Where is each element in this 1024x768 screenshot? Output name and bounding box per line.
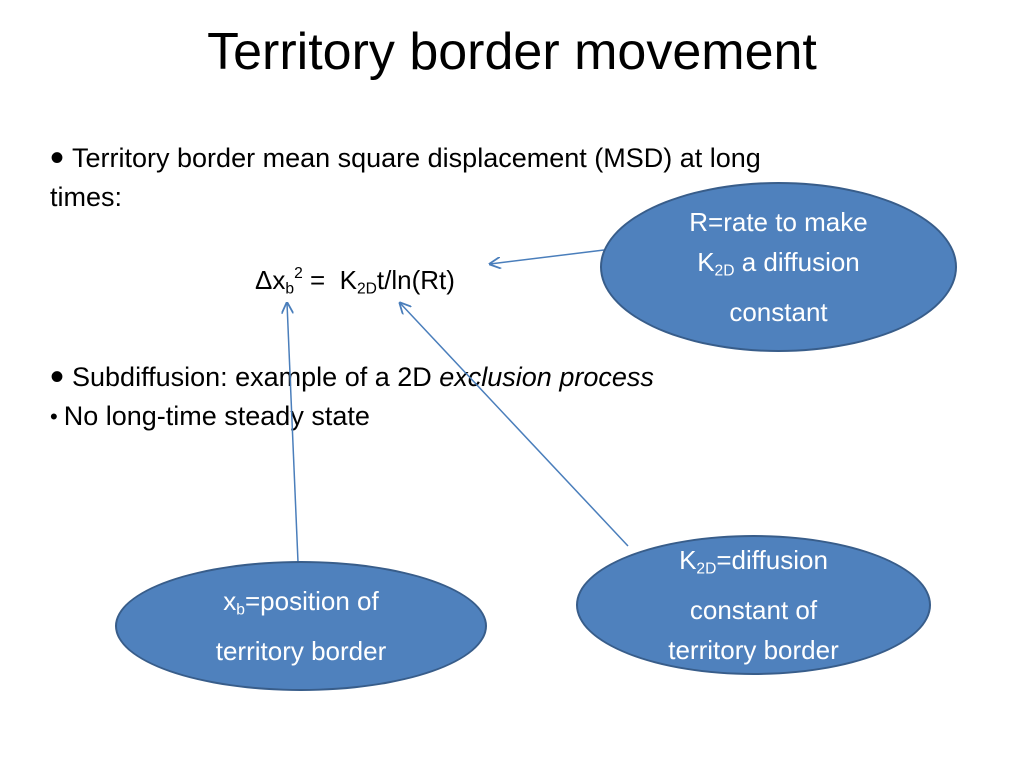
equation-k: K	[339, 265, 357, 295]
equation-x: x	[272, 265, 286, 295]
bubble-position-x: x	[223, 586, 237, 617]
bullet-msd-continuation: times:	[50, 182, 123, 212]
slide-title: Territory border movement	[207, 23, 817, 81]
bullet-dot: •	[50, 404, 58, 429]
bubble-position: xb=position of territory border	[115, 561, 487, 691]
equation-equals: =	[302, 265, 340, 295]
bubble-rate-line1: R=rate to make	[689, 207, 868, 238]
bullet-steady-state: •No long-time steady state	[50, 401, 370, 432]
bubble-position-x-subscript: b	[236, 601, 245, 619]
bullet-msd: •Territory border mean square displaceme…	[50, 138, 761, 178]
bullet-msd-text-1: Territory border mean square displacemen…	[72, 143, 761, 173]
bullet-subdiffusion-text: Subdiffusion: example of a 2D	[72, 362, 440, 392]
bullet-dot: •	[50, 136, 65, 180]
equation-delta: Δ	[255, 265, 273, 295]
equation-x-superscript: 2	[294, 265, 303, 283]
bubble-rate-k: K	[697, 247, 715, 278]
bubble-position-line1: =position of	[244, 586, 379, 617]
bubble-diffusion-line2: constant of	[689, 594, 818, 625]
arrow-diffusion-to-k2d	[400, 303, 629, 547]
equation-x-subscript: b	[285, 280, 295, 298]
bubble-diffusion-k: K	[679, 545, 697, 576]
arrow-rate-to-equation	[490, 249, 605, 264]
bullet-subdiffusion: •Subdiffusion: example of a 2D exclusion…	[50, 357, 654, 397]
equation-rest: t/ln(Rt)	[376, 265, 455, 295]
arrow-position-to-xb	[287, 303, 299, 563]
bubble-diffusion-line3: territory border	[668, 634, 839, 665]
bubble-diffusion: K2D=diffusion constant of territory bord…	[576, 535, 931, 675]
bubble-position-line2: territory border	[215, 635, 387, 666]
bubble-rate-line3: constant	[729, 296, 828, 327]
bullet-dot: •	[50, 355, 65, 399]
bullet-steady-state-text: No long-time steady state	[63, 401, 370, 431]
bubble-diffusion-k-subscript: 2D	[696, 560, 717, 578]
bubble-rate: R=rate to make K2D a diffusion constant	[600, 182, 957, 352]
bubble-rate-line2: a diffusion	[734, 247, 860, 278]
msd-equation: Δxb2 = K2Dt/ln(Rt)	[255, 265, 455, 299]
bubble-diffusion-line1: =diffusion	[716, 545, 828, 576]
bullet-subdiffusion-italic: exclusion process	[439, 362, 654, 392]
bubble-rate-k-subscript: 2D	[714, 262, 735, 280]
equation-k-subscript: 2D	[356, 280, 377, 298]
